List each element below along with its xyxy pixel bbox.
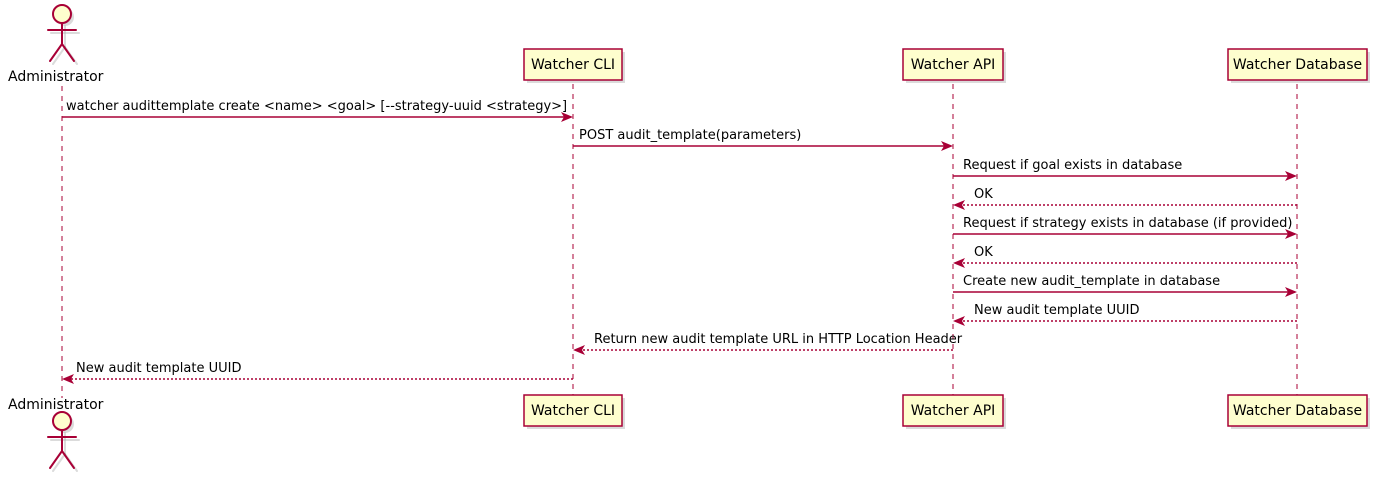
message-label-1: watcher audittemplate create <name> <goa… <box>66 99 568 114</box>
participant-box-watcher-api-bottom[interactable] <box>902 394 1006 429</box>
message-label-5: Request if strategy exists in database (… <box>963 216 1293 231</box>
message-label-3: Request if goal exists in database <box>963 158 1183 173</box>
participant-box-watcher-cli-top[interactable] <box>523 48 625 83</box>
message-arrow-7 <box>953 287 1297 297</box>
message-label-7: Create new audit_template in database <box>963 274 1221 289</box>
message-arrow-9 <box>573 345 953 355</box>
participant-label-watcher-api-top[interactable]: Watcher API <box>910 57 996 73</box>
actor-label-administrator-bottom: Administrator <box>8 397 104 413</box>
participant-label-watcher-database-bottom[interactable]: Watcher Database <box>1232 403 1363 419</box>
message-arrow-10 <box>62 374 573 384</box>
participant-label-watcher-cli-bottom[interactable]: Watcher CLI <box>530 403 616 419</box>
message-arrow-6 <box>953 258 1297 268</box>
lifelines-group <box>61 84 1298 398</box>
participant-label-watcher-cli-top[interactable]: Watcher CLI <box>530 57 616 73</box>
message-arrow-8 <box>953 316 1297 326</box>
participant-box-watcher-api-top[interactable] <box>902 48 1006 83</box>
actor-label-administrator-top: Administrator <box>8 69 104 85</box>
participant-label-watcher-database-top[interactable]: Watcher Database <box>1232 57 1363 73</box>
message-arrow-4 <box>953 200 1297 210</box>
message-label-2: POST audit_template(parameters) <box>579 128 802 143</box>
message-arrow-3 <box>953 171 1297 181</box>
participant-label-watcher-api-bottom[interactable]: Watcher API <box>910 403 996 419</box>
message-arrow-1 <box>62 112 573 122</box>
participant-box-watcher-database-bottom[interactable] <box>1227 394 1370 429</box>
message-label-10: New audit template UUID <box>76 361 242 376</box>
message-arrow-5 <box>953 229 1297 239</box>
message-label-4: OK <box>974 187 993 202</box>
message-label-8: New audit template UUID <box>974 303 1140 318</box>
message-arrow-2 <box>573 141 953 151</box>
message-label-6: OK <box>974 245 993 260</box>
participant-box-watcher-cli-bottom[interactable] <box>523 394 625 429</box>
participant-box-watcher-database-top[interactable] <box>1227 48 1370 83</box>
message-label-9: Return new audit template URL in HTTP Lo… <box>594 332 963 347</box>
actor-administrator-bottom-figure <box>47 411 80 472</box>
actor-administrator-top-figure <box>47 4 80 65</box>
